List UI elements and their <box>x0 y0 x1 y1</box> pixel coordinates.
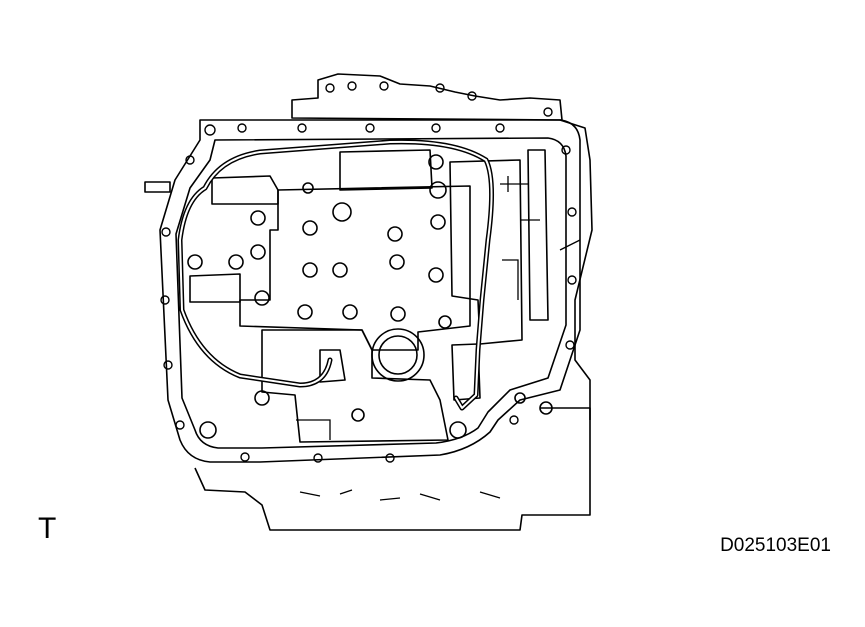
gasket-hole <box>161 227 171 237</box>
bolt <box>514 392 526 404</box>
bolt <box>351 408 365 422</box>
bolt <box>428 267 444 283</box>
gasket-hole <box>185 155 195 165</box>
gasket-hole <box>495 123 505 133</box>
gasket-hole <box>163 360 173 370</box>
upper-case-outline <box>291 73 563 121</box>
left-connector-lower <box>189 273 241 303</box>
case-hole <box>543 107 553 117</box>
bolt <box>302 262 318 278</box>
lower-case-outline <box>194 407 591 531</box>
bolt <box>250 210 266 226</box>
lower-valve-block <box>261 329 449 443</box>
right-bracket <box>527 149 549 321</box>
small-bracket <box>319 349 346 383</box>
bolt <box>390 306 406 322</box>
case-hole <box>379 81 389 91</box>
bolt <box>387 226 403 242</box>
gasket-hole <box>431 123 441 133</box>
accumulator-outer <box>371 328 425 382</box>
view-letter-label: T <box>38 512 57 545</box>
bolt <box>254 390 270 406</box>
bolt <box>199 421 217 439</box>
left-connector-upper <box>211 175 279 205</box>
bolt <box>430 214 446 230</box>
gasket-hole <box>365 123 375 133</box>
gasket-hole <box>561 145 571 155</box>
bolt <box>228 254 244 270</box>
bolt <box>342 304 358 320</box>
gasket-outer <box>159 119 581 463</box>
case-hole <box>325 83 335 93</box>
accumulator-inner <box>378 335 418 375</box>
bolt <box>302 182 314 194</box>
case-hole <box>467 91 477 101</box>
gasket-hole <box>175 420 185 430</box>
bolt <box>302 220 318 236</box>
gasket-hole <box>567 275 577 285</box>
detail-line <box>500 176 540 300</box>
case-hole <box>435 83 445 93</box>
bolt <box>187 254 203 270</box>
gasket-hole <box>240 452 250 462</box>
gasket-hole <box>313 453 323 463</box>
gasket-hole <box>509 415 519 425</box>
wire-harness-inner <box>179 140 493 409</box>
bolt <box>389 254 405 270</box>
bolt <box>429 181 447 199</box>
upper-solenoid-block <box>339 149 433 191</box>
case-hole <box>347 81 357 91</box>
gasket-hole <box>565 340 575 350</box>
bolt <box>428 154 444 170</box>
gasket-hole <box>160 295 170 305</box>
right-case-edge <box>559 119 593 420</box>
detail-line <box>296 239 581 440</box>
bolt <box>250 244 266 260</box>
gasket-hole <box>204 124 216 136</box>
gasket-hole <box>297 123 307 133</box>
bolt <box>438 315 452 329</box>
gasket-hole <box>237 123 247 133</box>
bolt <box>297 304 313 320</box>
lower-right-solenoid <box>451 343 481 401</box>
bolt <box>254 290 270 306</box>
bolt <box>539 401 553 415</box>
bolt <box>332 262 348 278</box>
gasket-hole <box>567 207 577 217</box>
detail-line <box>299 489 501 501</box>
left-stub <box>144 181 171 193</box>
bolt <box>332 202 352 222</box>
bolt <box>449 421 467 439</box>
gasket-hole <box>385 453 395 463</box>
figure-code-label: D025103E01 <box>720 535 831 556</box>
